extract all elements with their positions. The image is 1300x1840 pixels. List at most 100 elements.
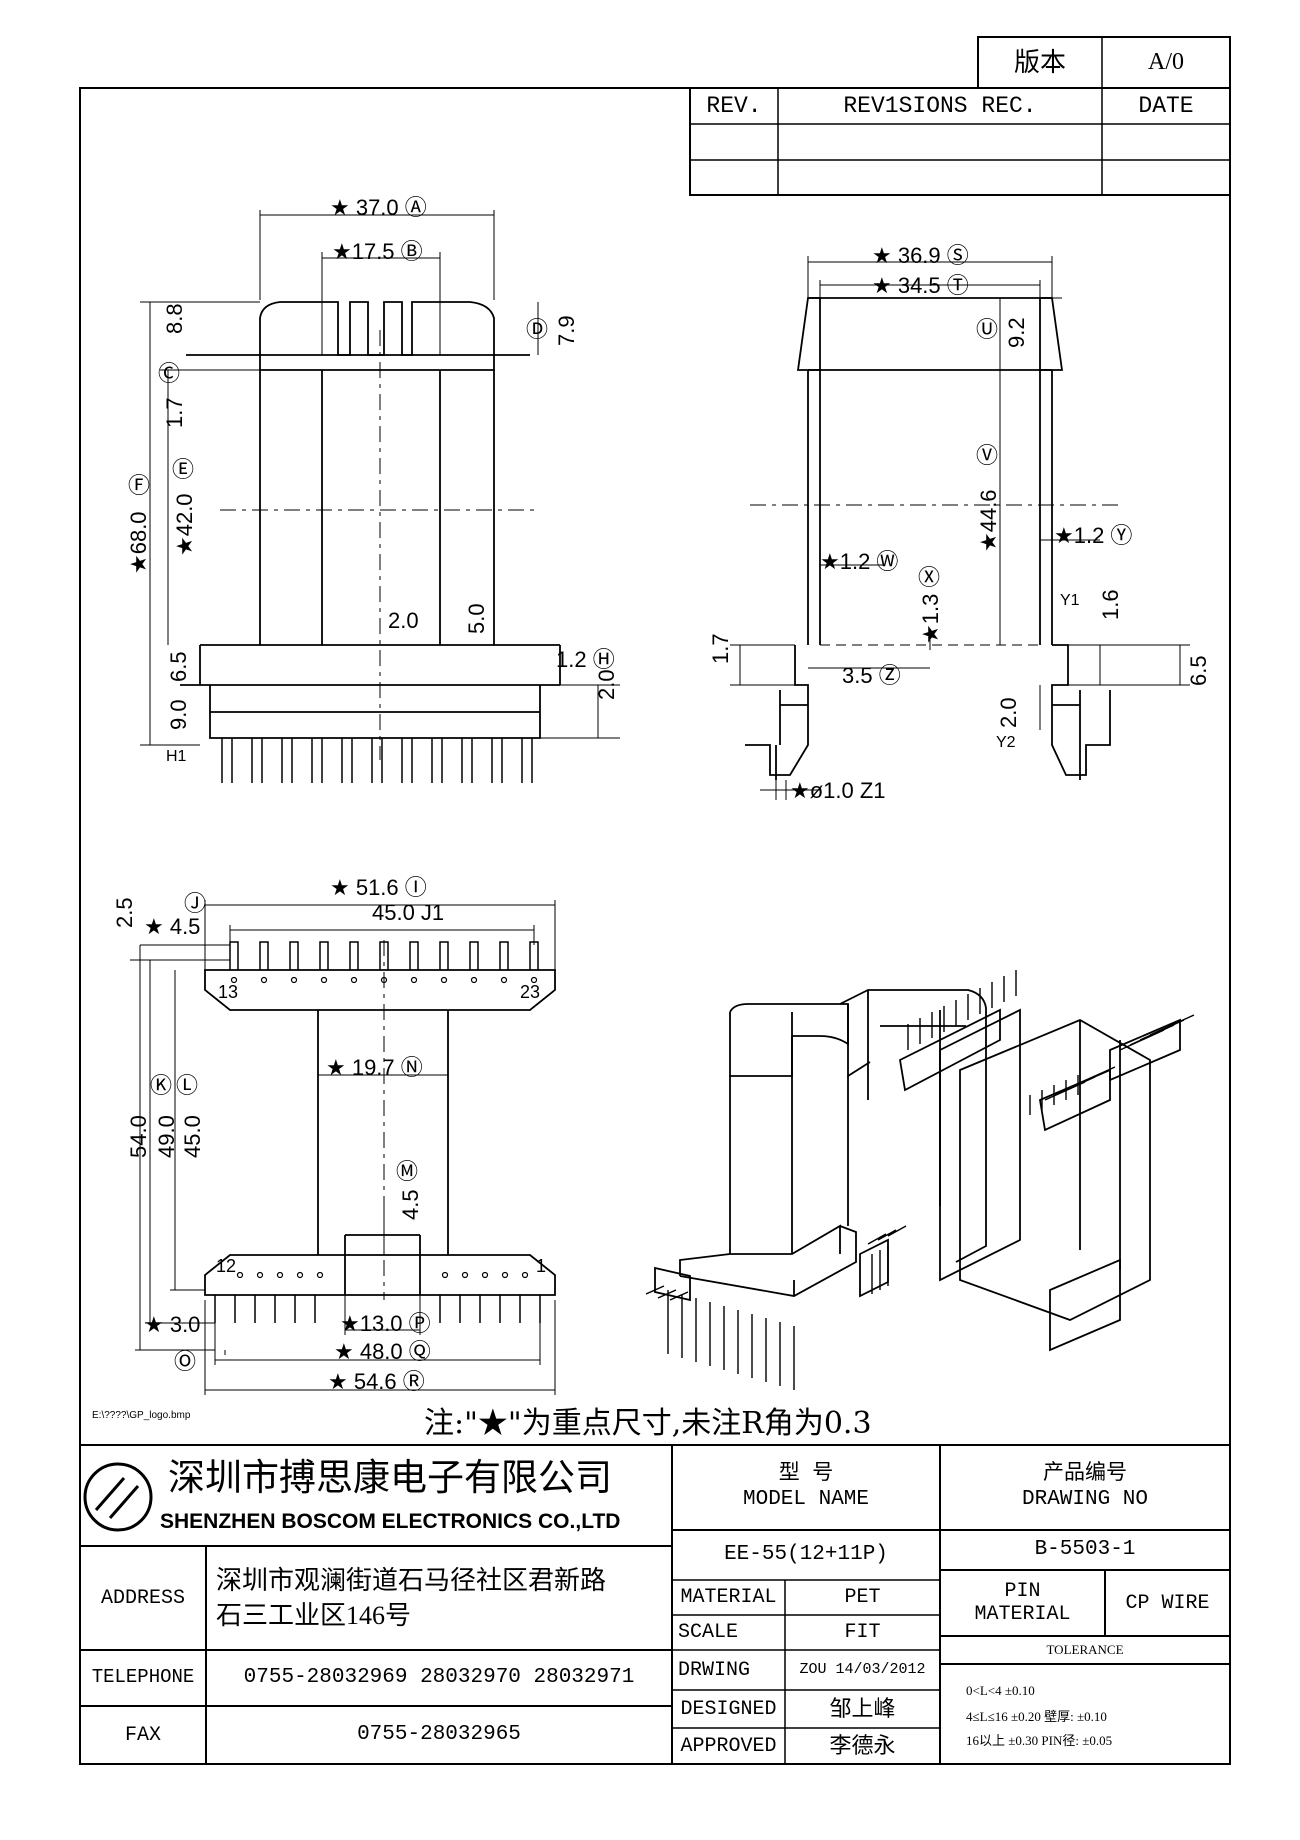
pin-label-12: 12 [216, 1256, 237, 1276]
revisions-record-header: REV1SIONS REC. [843, 92, 1037, 119]
fax-label: FAX [124, 1723, 161, 1747]
dim-2-0-front: 2.0 [388, 608, 419, 633]
approved-label: APPROVED [680, 1734, 777, 1758]
designed-label: DESIGNED [680, 1697, 777, 1721]
version-value: A/0 [1148, 48, 1184, 75]
drawing-no-value: B-5503-1 [1034, 1537, 1136, 1561]
dim-f-label: Ⓕ [128, 473, 151, 498]
title-block-lines [80, 1444, 1230, 1764]
dim-u-label: Ⓤ [976, 317, 999, 342]
dim-w-1-2: ★1.2 Ⓦ [820, 549, 899, 574]
date-header: DATE [1138, 92, 1194, 119]
iso-bobbin-left [654, 989, 987, 1302]
scale-label: SCALE [678, 1621, 739, 1644]
dim-d-7-9: 7.9 [554, 315, 579, 346]
dim-n-19-7: ★ 19.7 Ⓝ [326, 1055, 423, 1080]
dim-h1-label: H1 [166, 748, 187, 765]
dim-z-3-5: 3.5 Ⓩ [842, 663, 901, 688]
dim-q-48-0: ★ 48.0 Ⓠ [334, 1339, 431, 1364]
iso-bobbin-right [899, 1008, 1181, 1352]
dim-t-34-5: ★ 34.5 Ⓣ [872, 273, 969, 298]
drawing-no-label: 产品编号 DRAWING NO [1021, 1463, 1149, 1511]
dim-x-label: Ⓧ [918, 565, 941, 590]
revision-table [689, 87, 1231, 196]
dim-u-9-2: 9.2 [1004, 317, 1029, 348]
dim-m-4-5: 4.5 [398, 1189, 423, 1220]
dim-o-label: Ⓞ [174, 1349, 197, 1374]
drawing-note: 注:"★"为重点尺寸,未注R角为0.3 [424, 1406, 872, 1441]
dim-k-label: Ⓚ [150, 1073, 173, 1098]
dim-3-0: ★ 3.0 [144, 1312, 201, 1337]
dim-c-8-8: 8.8 [162, 303, 187, 334]
iso-bobbin-left-pins [645, 1225, 907, 1390]
rev-header: REV. [706, 92, 762, 119]
bottom-view-pins [214, 941, 541, 1323]
front-view-pins [221, 738, 533, 783]
fax-value: 0755-28032965 [357, 1722, 521, 1746]
dim-a-37-0: ★ 37.0 Ⓐ [330, 195, 427, 220]
dim-6-5-side: 6.5 [1186, 655, 1211, 686]
drwing-label: DRWING [678, 1658, 751, 1682]
dim-2-0-pin: 2.0 [594, 669, 619, 700]
drwing-value: ZOU 14/03/2012 [799, 1661, 926, 1679]
dim-1-7-side: 1.7 [708, 633, 733, 664]
telephone-value: 0755-28032969 28032970 28032971 [243, 1665, 635, 1689]
pin-label-13: 13 [218, 982, 239, 1002]
file-path-label: E:\????\GP_logo.bmp [92, 1410, 191, 1421]
tolerance-label: TOLERANCE [1046, 1641, 1124, 1657]
designed-value: 邹上峰 [829, 1696, 896, 1722]
dim-y1-label: Y1 [1060, 592, 1080, 609]
dim-l-49-0: 49.0 [154, 1115, 179, 1158]
dim-v-label: Ⓥ [976, 443, 999, 468]
drawing-frame [79, 87, 1231, 1765]
tolerance-row-3: 16以上 ±0.30 PIN径: ±0.05 [966, 1732, 1113, 1748]
company-name-en: SHENZHEN BOSCOM ELECTRONICS CO.,LTD [160, 1509, 621, 1533]
dim-b-17-5: ★17.5 Ⓑ [332, 239, 423, 264]
tolerance-row-1: 0<L<4 ±0.10 [966, 1682, 1035, 1698]
dim-l-label: Ⓛ [176, 1073, 199, 1098]
pin-material-value: CP WIRE [1125, 1591, 1210, 1615]
model-name-value: EE-55(12+11P) [724, 1542, 888, 1566]
dim-r-54-6: ★ 54.6 Ⓡ [328, 1369, 425, 1394]
version-label: 版本 [1013, 47, 1066, 77]
pin-label-23: 23 [520, 982, 541, 1002]
tolerance-row-2: 4≤L≤16 ±0.20 壁厚: ±0.10 [966, 1708, 1107, 1724]
address-label: ADDRESS [100, 1586, 185, 1610]
bottom-view [204, 969, 556, 1296]
dim-p-13-0: ★13.0 Ⓟ [340, 1311, 431, 1336]
dim-k-54-0: 54.0 [126, 1115, 151, 1158]
dim-2-5: 2.5 [112, 897, 137, 928]
dim-x-1-3: ★1.3 [918, 593, 943, 644]
dim-y2-2-0: 2.0 [996, 697, 1021, 728]
dim-9-0-front: 9.0 [166, 699, 191, 730]
dim-m-label: Ⓜ [396, 1159, 419, 1184]
company-name-cn: 深圳市搏思康电子有限公司 [168, 1457, 612, 1499]
dim-y-1-2: ★1.2 Ⓨ [1054, 523, 1133, 548]
dim-45-0-vertical: 45.0 [180, 1115, 205, 1158]
front-view [180, 301, 561, 739]
dim-f-68-0: ★68.0 [126, 511, 151, 574]
dim-d-label: Ⓓ [526, 317, 549, 342]
dim-1-7-front: 1.7 [162, 397, 187, 428]
material-value: PET [844, 1586, 881, 1609]
scale-value: FIT [844, 1621, 881, 1644]
dim-6-5-front: 6.5 [166, 651, 191, 682]
iso-bobbin-right-pins [907, 970, 1195, 1115]
dim-e-42-0: ★42.0 [172, 493, 197, 556]
dim-z1-phi-1-0: ★ø1.0 Z1 [790, 778, 886, 803]
dim-4-5-pitch: ★ 4.5 [144, 914, 201, 939]
dim-1-6-side: 1.6 [1098, 589, 1123, 620]
company-logo [83, 1462, 153, 1532]
material-label: MATERIAL [680, 1586, 777, 1609]
dim-j1-45-0: 45.0 J1 [372, 900, 445, 925]
telephone-label: TELEPHONE [91, 1666, 195, 1689]
dim-h-1-2: 1.2 Ⓗ [556, 647, 615, 672]
dim-j-label: Ⓙ [184, 891, 207, 916]
dim-c-label: Ⓒ [158, 361, 181, 386]
pin-material-label: PIN MATERIAL [974, 1580, 1071, 1626]
dim-s-36-9: ★ 36.9 Ⓢ [872, 243, 969, 268]
dim-v-44-6: ★44.6 [976, 489, 1001, 552]
address-value: 深圳市观澜街道石马径社区君新路 石三工业区146号 [216, 1565, 607, 1630]
dim-e-label: Ⓔ [172, 457, 195, 482]
